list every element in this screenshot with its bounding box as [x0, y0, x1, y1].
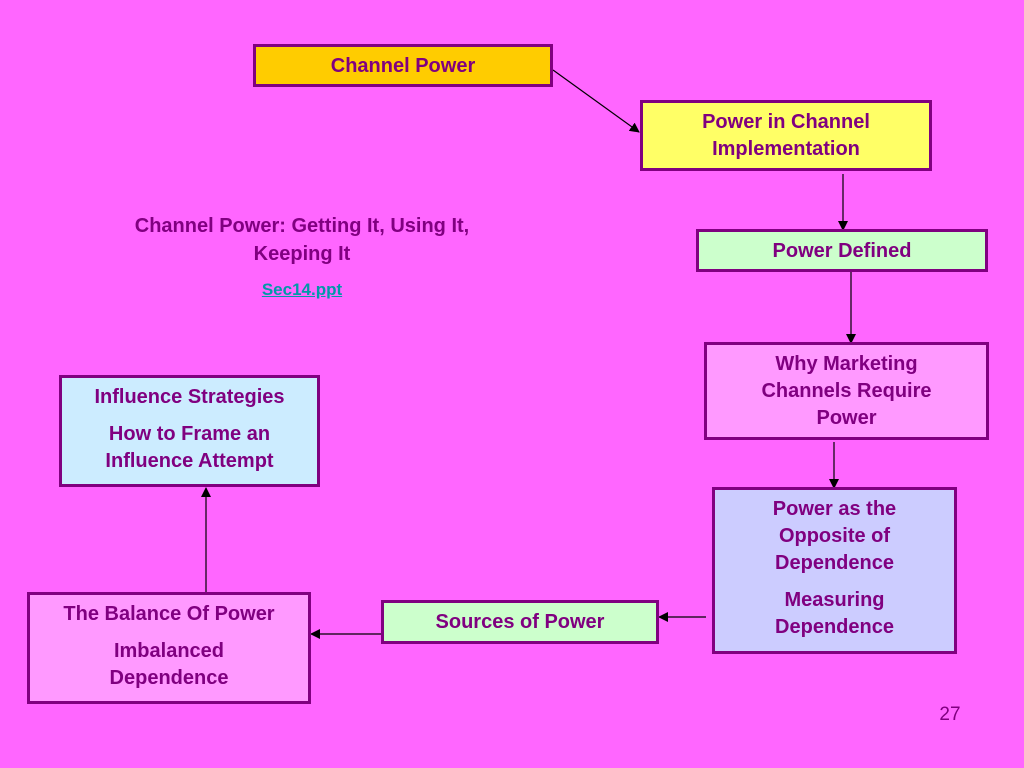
- page-number: 27: [939, 704, 961, 725]
- influence-strategies-box: Influence Strategies How to Frame an Inf…: [59, 375, 320, 487]
- influence-strategies-label: Influence Strategies: [94, 386, 285, 408]
- why-marketing-channels-label: Why Marketing Channels Require Power: [761, 353, 932, 429]
- power-in-channel-implementation-label: Power in Channel Implementation: [702, 111, 870, 160]
- why-marketing-channels-box: Why Marketing Channels Require Power: [704, 342, 989, 440]
- power-defined-box: Power Defined: [696, 229, 988, 272]
- channel-power-box: Channel Power: [253, 44, 553, 87]
- sources-of-power-label: Sources of Power: [435, 611, 605, 633]
- imbalanced-dependence-label: Imbalanced Dependence: [109, 640, 229, 689]
- opposite-of-dependence-label: Power as the Opposite of Dependence: [772, 498, 897, 574]
- balance-of-power-box: The Balance Of Power Imbalanced Dependen…: [27, 592, 311, 704]
- sources-of-power-box: Sources of Power: [381, 600, 659, 644]
- arrow-channel-power-to-implementation: [552, 69, 640, 133]
- measuring-dependence-label: Measuring Dependence: [775, 589, 894, 638]
- channel-power-label: Channel Power: [330, 55, 476, 77]
- power-defined-label: Power Defined: [772, 240, 912, 262]
- sec14-ppt-link[interactable]: Sec14.ppt: [261, 280, 343, 299]
- opposite-of-dependence-box: Power as the Opposite of Dependence Meas…: [712, 487, 957, 654]
- balance-of-power-label: The Balance Of Power: [63, 603, 275, 625]
- slide-title: Channel Power: Getting It, Using It, Kee…: [134, 215, 470, 265]
- power-in-channel-implementation-box: Power in Channel Implementation: [640, 100, 932, 171]
- frame-influence-attempt-label: How to Frame an Influence Attempt: [105, 423, 274, 472]
